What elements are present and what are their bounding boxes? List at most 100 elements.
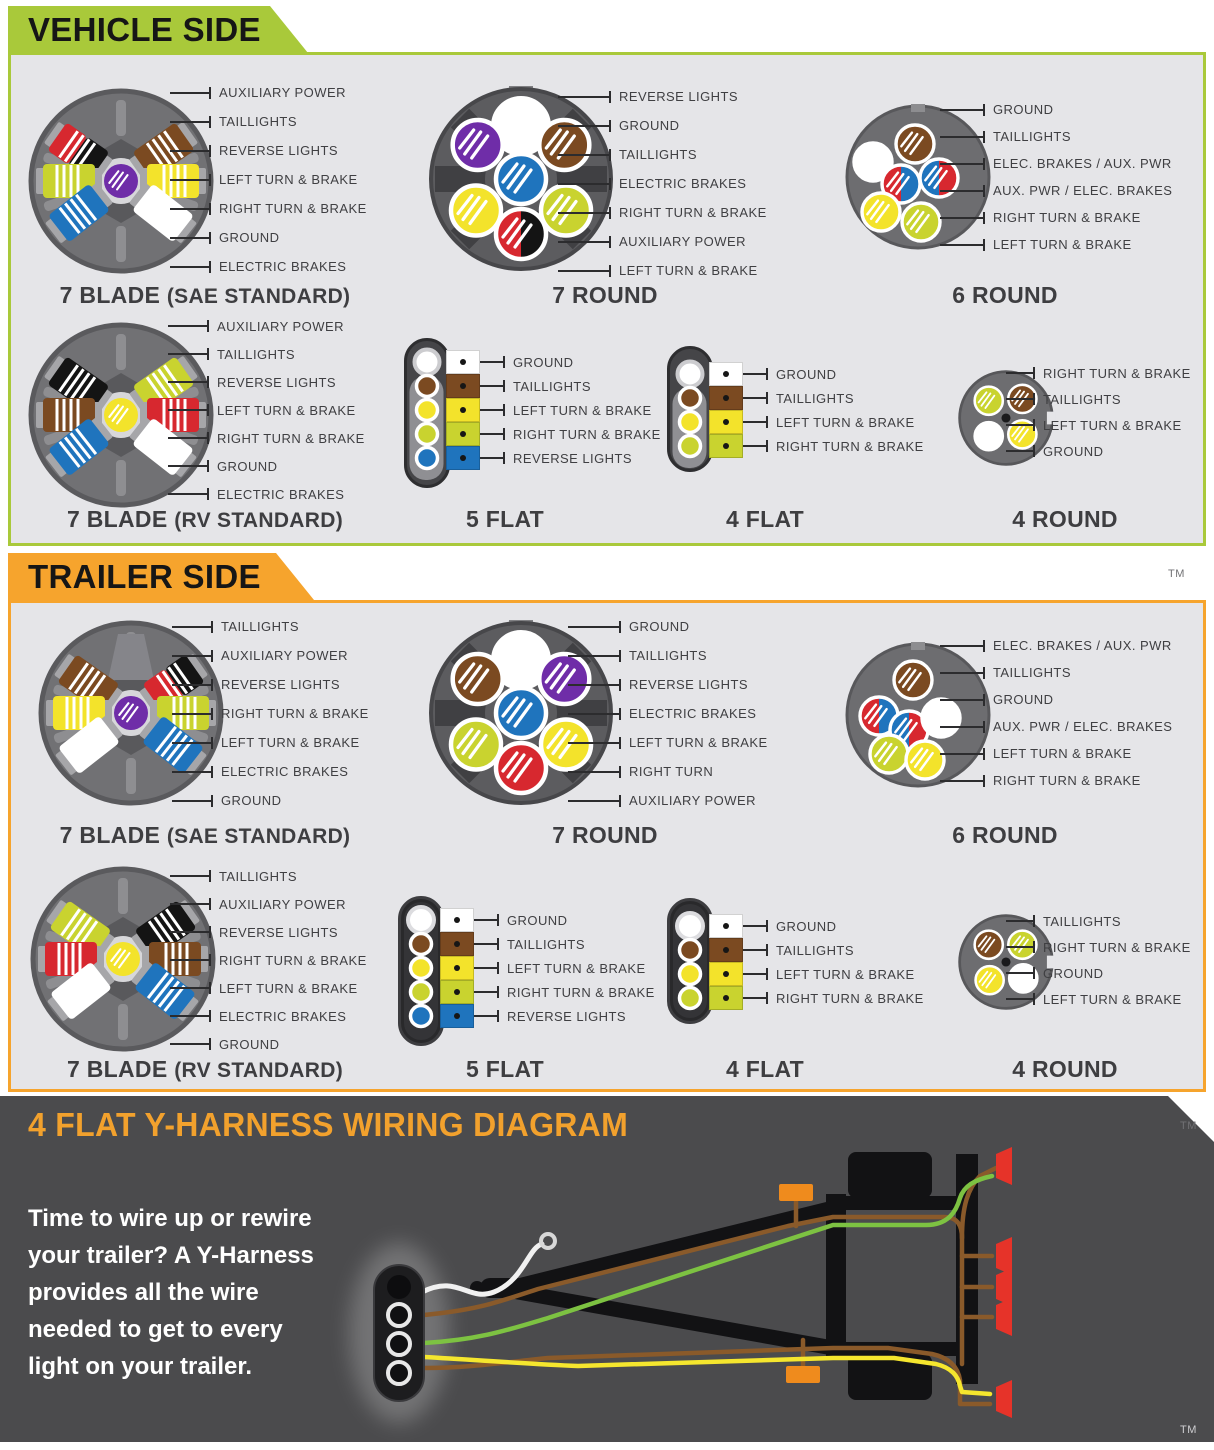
leader-line <box>170 115 211 128</box>
pin-label-row: TAILLIGHTS <box>558 140 767 169</box>
pin-label-row: REVERSE LIGHTS <box>172 670 369 699</box>
pin-label: RIGHT TURN & BRAKE <box>217 430 365 446</box>
pin-label-row: LEFT TURN & BRAKE <box>172 728 369 757</box>
leader-line <box>172 707 213 720</box>
leader-line <box>170 1038 211 1050</box>
pin-label: TAILLIGHTS <box>219 114 297 129</box>
pin-label-row: TAILLIGHTS <box>172 612 369 641</box>
pin-label: RIGHT TURN & BRAKE <box>513 426 661 442</box>
pin-label: LEFT TURN & BRAKE <box>629 735 768 750</box>
wire-color-chip <box>446 398 480 422</box>
leader-line <box>168 348 209 360</box>
title-4-round-trailer: 4 ROUND <box>1012 1056 1118 1082</box>
pin-label: ELECTRIC BRAKES <box>219 1008 347 1024</box>
pin-label-row: TAILLIGHTS <box>709 938 924 962</box>
leader-line <box>1006 393 1035 405</box>
pin-label-row: GROUND <box>940 96 1172 123</box>
title-7-round-trailer: 7 ROUND <box>552 822 658 848</box>
pin-label-row: TAILLIGHTS <box>170 107 367 136</box>
leader-line <box>172 620 213 633</box>
connector-7-blade-sae-vehicle-graphic <box>26 86 216 276</box>
pin-label: ELEC. BRAKES / AUX. PWR <box>993 156 1172 171</box>
pin-label-row: ELECTRIC BRAKES <box>170 252 367 281</box>
pin-label-row: LEFT TURN & BRAKE <box>168 396 365 424</box>
leader-line <box>1006 445 1035 457</box>
pin-label-row: TAILLIGHTS <box>940 659 1172 686</box>
pin-label-row: RIGHT TURN & BRAKE <box>168 424 365 452</box>
pin-label: AUXILIARY POWER <box>629 793 756 808</box>
leader-line <box>1006 915 1035 927</box>
pin-label-row: LEFT TURN & BRAKE <box>1006 412 1191 438</box>
side-marker-lights <box>779 1184 820 1383</box>
wire-color-chip <box>440 932 474 956</box>
pin-label-row: LEFT TURN & BRAKE <box>558 256 767 285</box>
wire-color-chip <box>709 938 743 962</box>
pin-label-row: RIGHT TURN & BRAKE <box>440 980 655 1004</box>
leader-line <box>170 173 211 186</box>
pin-label: TAILLIGHTS <box>776 390 854 406</box>
leader-line <box>170 86 211 99</box>
pin-label-row: AUXILIARY POWER <box>170 78 367 107</box>
ground-ring-terminal <box>539 1232 557 1250</box>
pin-label-row: AUX. PWR / ELEC. BRAKES <box>940 713 1172 740</box>
pin-label-row: GROUND <box>709 362 924 386</box>
pin-label-row: RIGHT TURN & BRAKE <box>709 434 924 458</box>
leader-line <box>168 320 209 332</box>
leader-line <box>568 678 621 691</box>
pin-label: REVERSE LIGHTS <box>629 677 748 692</box>
pin-label-row: RIGHT TURN & BRAKE <box>446 422 661 446</box>
pin-label: GROUND <box>219 1036 280 1052</box>
leader-line <box>1006 419 1035 431</box>
leader-line <box>940 157 985 170</box>
pin-label-row: GROUND <box>170 1030 367 1058</box>
pin-label-row: LEFT TURN & BRAKE <box>446 398 661 422</box>
leader-line <box>1006 367 1035 379</box>
leader-line <box>170 231 211 244</box>
pin-label-row: GROUND <box>558 111 767 140</box>
leader-line <box>558 264 611 277</box>
connector-7-round-vehicle-graphic <box>426 84 616 274</box>
leader-line <box>568 649 621 662</box>
wire-color-chip <box>446 422 480 446</box>
pin-label-row: GROUND <box>168 452 365 480</box>
pin-label-row: GROUND <box>170 223 367 252</box>
connector-5-flat-trailer-graphic <box>398 896 444 1046</box>
wire-color-chip <box>709 386 743 410</box>
connector-7-blade-rv-vehicle-graphic <box>26 320 216 510</box>
pin-label: GROUND <box>619 118 680 133</box>
leader-line <box>940 666 985 679</box>
leader-line <box>474 938 499 950</box>
pin-label: GROUND <box>507 912 568 928</box>
pin-label-row: REVERSE LIGHTS <box>170 136 367 165</box>
leader-line <box>568 707 621 720</box>
pin-label: RIGHT TURN & BRAKE <box>993 773 1141 788</box>
trailer-side-banner: TRAILER SIDE <box>8 553 314 600</box>
pin-label: RIGHT TURN & BRAKE <box>619 205 767 220</box>
pin-label-row: TAILLIGHTS <box>940 123 1172 150</box>
title-4-flat-trailer: 4 FLAT <box>725 1056 805 1082</box>
leader-line <box>170 144 211 157</box>
pin-label-row: LEFT TURN & BRAKE <box>709 962 924 986</box>
wire-color-chip <box>446 446 480 470</box>
pin-label: TAILLIGHTS <box>1043 913 1121 929</box>
leader-line <box>743 416 768 428</box>
pin-label-row: ELECTRIC BRAKES <box>568 699 768 728</box>
leader-line <box>743 392 768 404</box>
pin-label-row: RIGHT TURN & BRAKE <box>558 198 767 227</box>
pin-label: REVERSE LIGHTS <box>219 924 338 940</box>
pin-label: ELECTRIC BRAKES <box>619 176 747 191</box>
leader-line <box>170 870 211 882</box>
pin-label: RIGHT TURN & BRAKE <box>776 990 924 1006</box>
leader-line <box>558 148 611 161</box>
pin-label-row: LEFT TURN & BRAKE <box>709 410 924 434</box>
title-7-blade-rv-vehicle: 7 BLADE (RV STANDARD) <box>66 506 343 532</box>
pin-label-row: TAILLIGHTS <box>168 340 365 368</box>
pin-label: REVERSE LIGHTS <box>513 450 632 466</box>
pin-label-row: AUXILIARY POWER <box>168 312 365 340</box>
leader-line <box>558 235 611 248</box>
pin-label-row: REVERSE LIGHTS <box>440 1004 655 1028</box>
